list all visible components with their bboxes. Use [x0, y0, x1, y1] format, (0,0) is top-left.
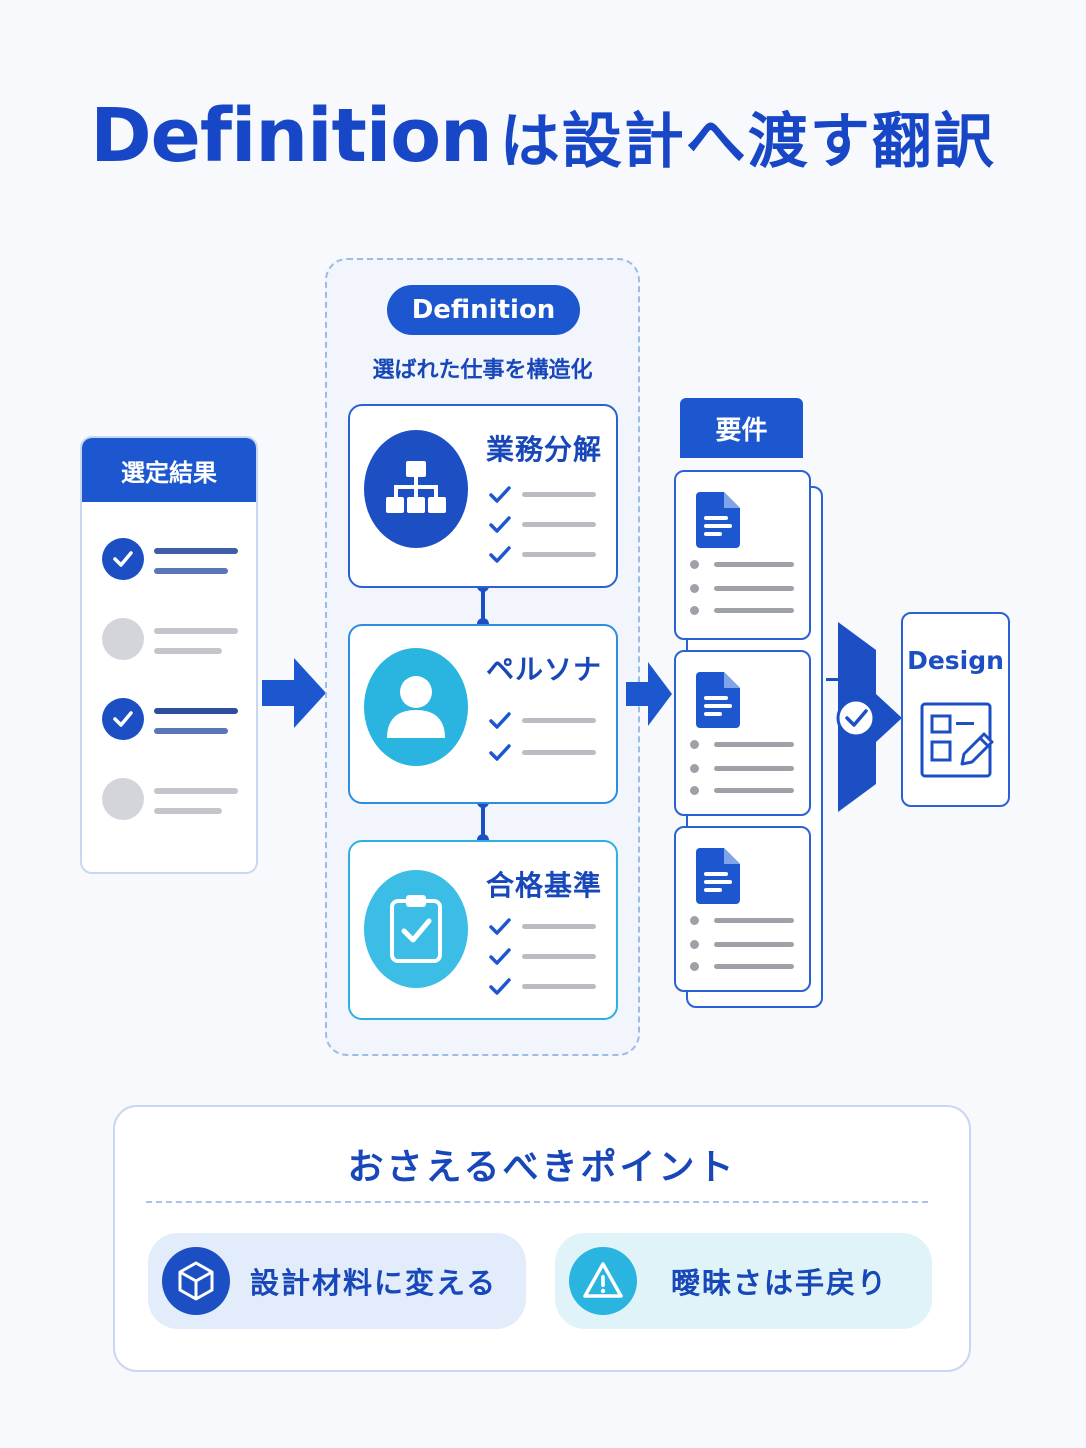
check-row: [488, 514, 598, 536]
check-icon: [489, 516, 511, 533]
requirement-document: [674, 470, 811, 640]
warning-icon: [569, 1247, 637, 1315]
bullet-row: [690, 940, 800, 950]
card-title: 業務分解: [486, 433, 603, 466]
text-line: [522, 552, 596, 557]
card-title: 合格基準: [486, 869, 603, 902]
text-line: [154, 708, 238, 714]
check-row: [488, 916, 598, 938]
document-icon: [696, 672, 740, 728]
check-icon: [489, 948, 511, 965]
selection-result-panel: 選定結果: [80, 436, 258, 874]
bullet-row: [690, 560, 800, 570]
selection-row: [100, 538, 240, 586]
text-line: [522, 954, 596, 959]
org-chart-icon: [364, 430, 468, 548]
text-line: [522, 718, 596, 723]
text-line: [522, 984, 596, 989]
divider: [146, 1201, 928, 1203]
bullet-row: [690, 764, 800, 774]
check-row: [488, 976, 598, 998]
check-icon: [489, 744, 511, 761]
definition-pill: Definition: [387, 285, 580, 335]
text-line: [154, 808, 222, 814]
clipboard-check-icon: [364, 870, 468, 988]
page-title: Definition は設計へ渡す翻訳: [0, 88, 1086, 184]
point-text: 設計材料に変える: [250, 1266, 498, 1300]
check-icon: [489, 712, 511, 729]
requirement-document: [674, 650, 811, 816]
cube-icon: [162, 1247, 230, 1315]
card-persona: ペルソナ: [348, 624, 618, 804]
text-line: [154, 728, 228, 734]
document-icon: [696, 848, 740, 904]
bullet-row: [690, 786, 800, 796]
flow-line: [826, 678, 842, 681]
arrow-right-icon: [626, 662, 672, 726]
empty-circle-icon: [102, 778, 144, 820]
check-circle-icon: [102, 698, 144, 740]
title-latin: Definition: [90, 93, 492, 179]
requirements-header: 要件: [680, 398, 803, 458]
text-line: [154, 568, 228, 574]
text-line: [154, 548, 238, 554]
card-business-breakdown: 業務分解: [348, 404, 618, 588]
text-line: [522, 522, 596, 527]
check-icon: [489, 918, 511, 935]
person-icon: [364, 648, 468, 766]
check-circle-icon: [102, 538, 144, 580]
bullet-row: [690, 916, 800, 926]
text-line: [154, 628, 238, 634]
point-item: 曖昧さは手戻り: [555, 1233, 932, 1329]
point-item: 設計材料に変える: [148, 1233, 526, 1329]
text-line: [522, 750, 596, 755]
document-icon: [696, 492, 740, 548]
check-gate-icon: [836, 622, 902, 812]
selection-row: [100, 618, 240, 666]
connector-line: [481, 804, 485, 840]
check-icon: [489, 546, 511, 563]
bullet-row: [690, 740, 800, 750]
requirement-document: [674, 826, 811, 992]
bullet-row: [690, 584, 800, 594]
selection-row: [100, 778, 240, 826]
empty-circle-icon: [102, 618, 144, 660]
selection-result-header: 選定結果: [82, 438, 256, 502]
check-row: [488, 742, 598, 764]
text-line: [154, 648, 222, 654]
selection-row: [100, 698, 240, 746]
text-line: [154, 788, 238, 794]
check-row: [488, 710, 598, 732]
design-label: Design: [907, 646, 1004, 675]
wireframe-pencil-icon: [920, 702, 994, 778]
point-text: 曖昧さは手戻り: [671, 1266, 889, 1300]
check-row: [488, 946, 598, 968]
card-title: ペルソナ: [486, 653, 603, 686]
bullet-row: [690, 606, 800, 616]
key-points-title: おさえるべきポイント: [347, 1147, 737, 1188]
connector-line: [481, 588, 485, 624]
card-acceptance-criteria: 合格基準: [348, 840, 618, 1020]
arrow-right-icon: [262, 658, 326, 728]
title-japanese: は設計へ渡す翻訳: [499, 106, 996, 177]
check-icon: [489, 486, 511, 503]
bullet-row: [690, 962, 800, 972]
check-row: [488, 484, 598, 506]
text-line: [522, 924, 596, 929]
check-icon: [489, 978, 511, 995]
text-line: [522, 492, 596, 497]
check-row: [488, 544, 598, 566]
definition-subtitle: 選ばれた仕事を構造化: [372, 358, 593, 383]
